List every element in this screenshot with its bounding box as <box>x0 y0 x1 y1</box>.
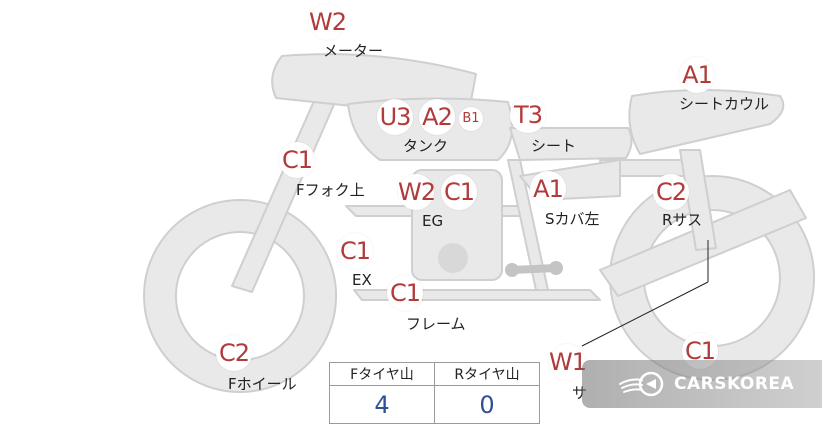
carskorea-logo-icon <box>619 371 664 397</box>
badge-eg-c1: C1 <box>441 174 477 210</box>
label-eg: EG <box>422 212 444 230</box>
front-wheel-shape <box>143 199 337 393</box>
engine-shape <box>411 169 503 281</box>
badge-front-fork: C1 <box>279 142 315 178</box>
badge-frame: C1 <box>387 275 423 311</box>
label-ex: EX <box>352 271 372 289</box>
carskorea-watermark-text: CARSKOREA <box>674 374 795 394</box>
badge-tank-u3: U3 <box>377 99 413 135</box>
rear-tire-value: 0 <box>434 385 540 424</box>
badge-side-cover: A1 <box>530 171 566 207</box>
carskorea-watermark: CARSKOREA <box>582 360 822 408</box>
badge-rear-suspension: C2 <box>653 174 689 210</box>
badge-seat-cowl: A1 <box>679 57 715 93</box>
label-rear-suspension: Rサス <box>662 211 703 229</box>
badge-bottom-w1: W1 <box>549 344 587 380</box>
headlight-shape <box>271 53 477 107</box>
label-seat-cowl: シートカウル <box>679 95 770 113</box>
label-tank: タンク <box>403 137 449 155</box>
label-frame: フレーム <box>406 315 466 333</box>
badge-front-wheel: C2 <box>216 335 252 371</box>
front-tire-header: Fタイヤ山 <box>329 362 435 386</box>
badge-meter: W2 <box>309 4 347 40</box>
label-meter: メーター <box>323 42 384 60</box>
label-side-cover: Sカバ左 <box>545 210 600 228</box>
label-seat: シート <box>531 137 577 155</box>
tire-tread-table: Fタイヤ山 Rタイヤ山 4 0 <box>329 362 540 424</box>
seat-shape <box>509 127 633 161</box>
label-front-wheel: Fホイール <box>228 375 297 393</box>
badge-eg-w2: W2 <box>398 174 436 210</box>
badge-ex: C1 <box>337 233 373 269</box>
badge-tank-b1: B1 <box>459 107 483 131</box>
badge-tank-a2: A2 <box>419 99 455 135</box>
label-front-fork: Fフォク上 <box>296 181 365 199</box>
badge-seat-t3: T3 <box>510 97 546 133</box>
front-tire-value: 4 <box>329 385 435 424</box>
rear-shock-shape <box>679 149 717 251</box>
rear-tire-header: Rタイヤ山 <box>434 362 540 386</box>
